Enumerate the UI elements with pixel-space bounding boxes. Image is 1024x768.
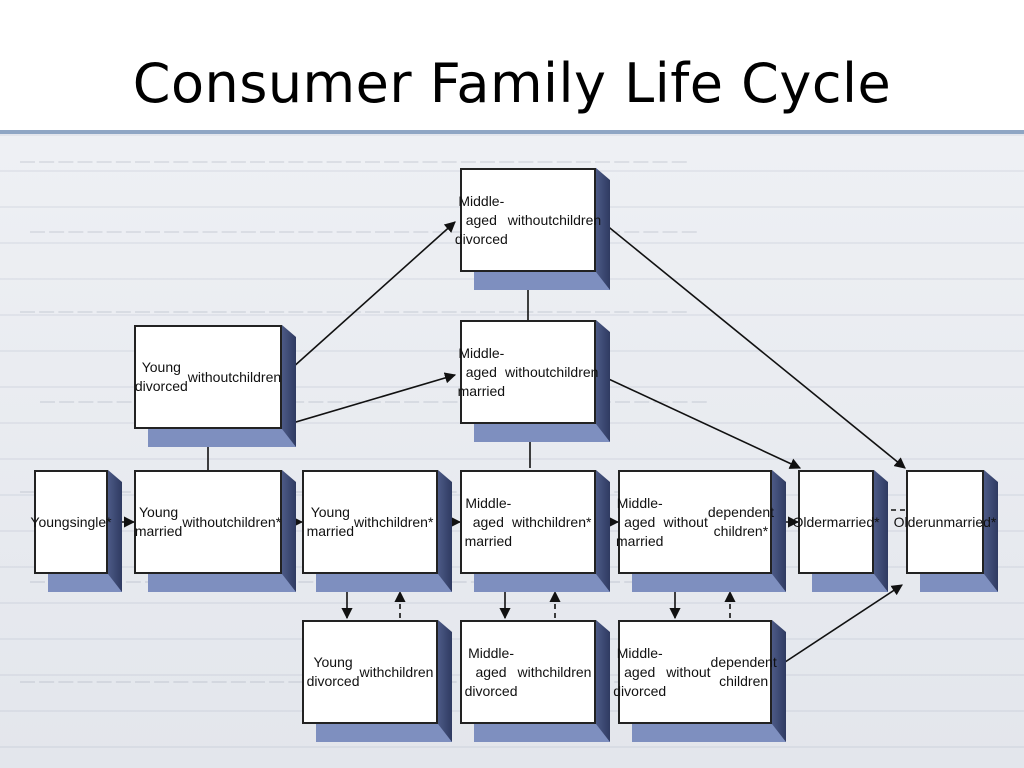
stage-label-line: dependent children [710, 654, 777, 689]
stage-label-line: Young [30, 513, 70, 530]
stage-label-line: Young divorced [134, 359, 188, 394]
stage-label-line: children [552, 211, 602, 228]
stage-label-line: without [507, 211, 553, 228]
stage-label-line: with [512, 513, 537, 530]
stage-label-line: Middle-aged married [616, 494, 664, 549]
box-side-shading [108, 470, 122, 592]
box-side-shading [438, 620, 452, 742]
box-bottom-shading [474, 424, 610, 442]
box-side-shading [282, 470, 296, 592]
box-bottom-shading [474, 574, 610, 592]
connector-arrow [775, 584, 903, 669]
box-bottom-shading [148, 574, 296, 592]
stage-label-line: without [666, 663, 711, 680]
connector-arrow [281, 221, 456, 378]
connector-arrow [599, 374, 802, 469]
stage-label-line: without [182, 513, 227, 530]
stage-label-line: Middle-aged divorced [613, 644, 667, 699]
box-side-shading [282, 325, 296, 447]
stage-label-line: Young divorced [306, 654, 360, 689]
stage-label-line: children [232, 368, 282, 385]
connector-arrow [599, 219, 906, 469]
box-side-shading [772, 470, 786, 592]
box-bottom-shading [48, 574, 122, 592]
box-bottom-shading [316, 724, 452, 742]
stage-label-line: Middle-aged divorced [464, 644, 518, 699]
box-bottom-shading [632, 724, 786, 742]
stage-label-line: Middle-aged divorced [454, 192, 508, 247]
box-bottom-shading [920, 574, 998, 592]
stage-label-line: Older [792, 513, 827, 530]
box-bottom-shading [474, 272, 610, 290]
stage-label-line: Older [893, 513, 928, 530]
stage-label-line: with [359, 663, 385, 680]
box-side-shading [596, 320, 610, 442]
stage-label-line: children [542, 663, 592, 680]
page-title: Consumer Family Life Cycle [132, 52, 892, 115]
stage-label-line: dependent children* [707, 504, 775, 539]
box-bottom-shading [316, 574, 452, 592]
stage-label-line: children* [378, 513, 434, 530]
stage-label-line: Middle-aged married [464, 494, 513, 549]
box-side-shading [438, 470, 452, 592]
stage-label-line: children* [226, 513, 282, 530]
stage-label-line: without [663, 513, 708, 530]
stage-label-line: children [549, 363, 599, 380]
box-bottom-shading [632, 574, 786, 592]
box-side-shading [596, 620, 610, 742]
stage-label-line: Young married [134, 504, 183, 539]
stage-label-line: Middle-aged married [457, 344, 506, 399]
box-side-shading [596, 168, 610, 290]
stage-label-line: unmarried* [927, 513, 997, 530]
box-side-shading [984, 470, 998, 592]
stage-label-line: with [517, 663, 543, 680]
stage-label-line: married* [826, 513, 880, 530]
stage-label-line: single* [69, 513, 112, 530]
box-bottom-shading [812, 574, 888, 592]
box-side-shading [874, 470, 888, 592]
stage-label-line: without [187, 368, 233, 385]
box-bottom-shading [474, 724, 610, 742]
title-divider [0, 130, 1024, 134]
box-side-shading [596, 470, 610, 592]
box-side-shading [772, 620, 786, 742]
stage-label-line: without [505, 363, 550, 380]
box-bottom-shading [148, 429, 296, 447]
stage-label-line: with [354, 513, 379, 530]
stage-label-line: children* [536, 513, 592, 530]
stage-label-line: children [384, 663, 434, 680]
stage-label-line: Young married [306, 504, 355, 539]
